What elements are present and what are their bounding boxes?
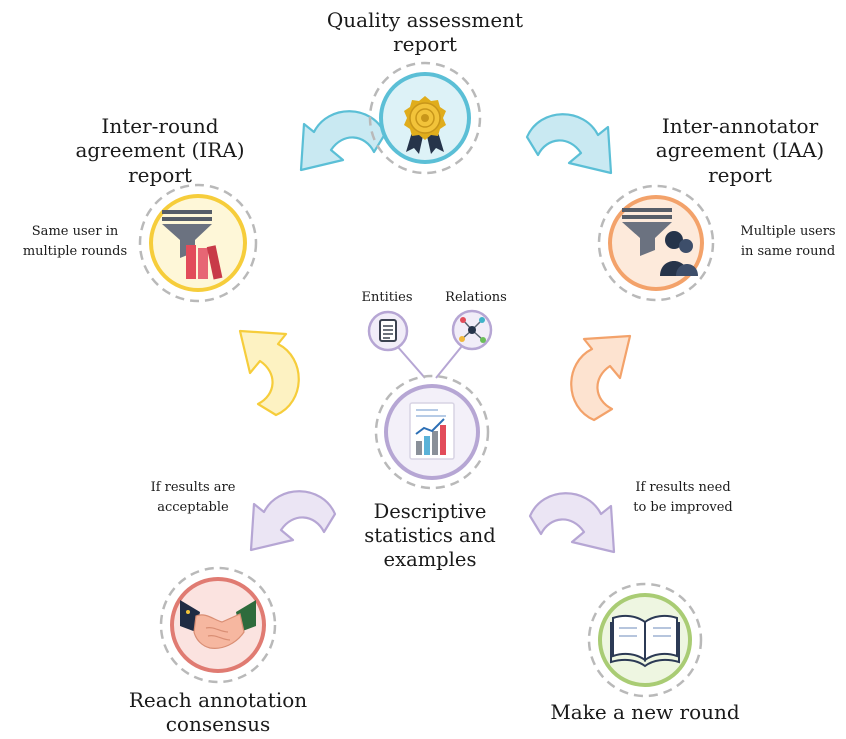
funnel-users-icon [622,208,698,276]
quality-title: Quality assessment report [305,8,545,57]
iaa-title-line-2: agreement (IAA) [655,138,825,163]
consensus-node [159,566,277,684]
handshake-icon [180,600,256,649]
connector-relations [435,345,463,379]
arrow-iaa-to-stats [570,334,632,422]
consensus-note: If results are acceptable [128,478,258,517]
funnel-books-icon [162,210,223,280]
ira-note-line-2: multiple rounds [22,243,128,259]
consensus-note-line-1: If results are [150,480,236,495]
relations-node [451,309,493,351]
arrow-quality-to-ira [299,110,387,172]
ira-note-line-1: Same user in [31,224,119,239]
quality-title-line-2: report [393,32,457,57]
arrow-stats-to-consensus [249,490,337,552]
consensus-title-line-1: Reach annotation [128,688,308,712]
stats-title-line-1: Descriptive [373,500,487,523]
document-icon [379,319,397,342]
iaa-title: Inter-annotator agreement (IAA) report [640,114,840,187]
stats-title-line-3: examples [383,547,477,571]
arrow-stats-to-newround [528,492,616,554]
relations-label: Relations [445,290,507,305]
entities-label: Entities [361,290,413,305]
iaa-node [597,184,715,302]
consensus-title: Reach annotation consensus [98,688,338,737]
ira-title-line-2: agreement (IRA) [75,138,245,163]
stats-node [374,374,490,490]
stats-title-line-2: statistics and [364,523,496,547]
entities-node [367,310,409,352]
consensus-note-line-2: acceptable [157,499,229,515]
arrow-quality-to-iaa [525,113,613,175]
newround-node [587,582,703,698]
award-badge-icon [404,96,446,154]
ira-title: Inter-round agreement (IRA) report [60,114,260,187]
iaa-note: Multiple users in same round [730,222,846,261]
ira-title-line-3: report [128,162,192,187]
connector-entities [396,345,426,379]
ira-node [138,183,258,303]
quality-title-line-1: Quality assessment [326,8,524,32]
arrow-ira-to-stats [238,329,300,417]
iaa-note-line-2: in same round [740,243,836,259]
newround-title: Make a new round [525,700,765,724]
quality-node [368,61,482,175]
iaa-title-line-1: Inter-annotator [661,114,819,138]
ira-note: Same user in multiple rounds [12,222,138,261]
newround-note-line-2: to be improved [633,499,733,515]
newround-note-line-1: If results need [635,480,731,495]
bar-chart-report-icon [409,402,455,460]
consensus-title-line-2: consensus [165,712,271,737]
newround-title-line-1: Make a new round [550,700,740,724]
open-book-icon [610,614,680,668]
ira-title-line-1: Inter-round [101,114,219,138]
iaa-title-line-3: report [708,162,772,187]
newround-note: If results need to be improved [618,478,748,517]
network-icon [459,317,486,343]
iaa-note-line-1: Multiple users [740,224,836,239]
stats-title: Descriptive statistics and examples [340,500,520,571]
